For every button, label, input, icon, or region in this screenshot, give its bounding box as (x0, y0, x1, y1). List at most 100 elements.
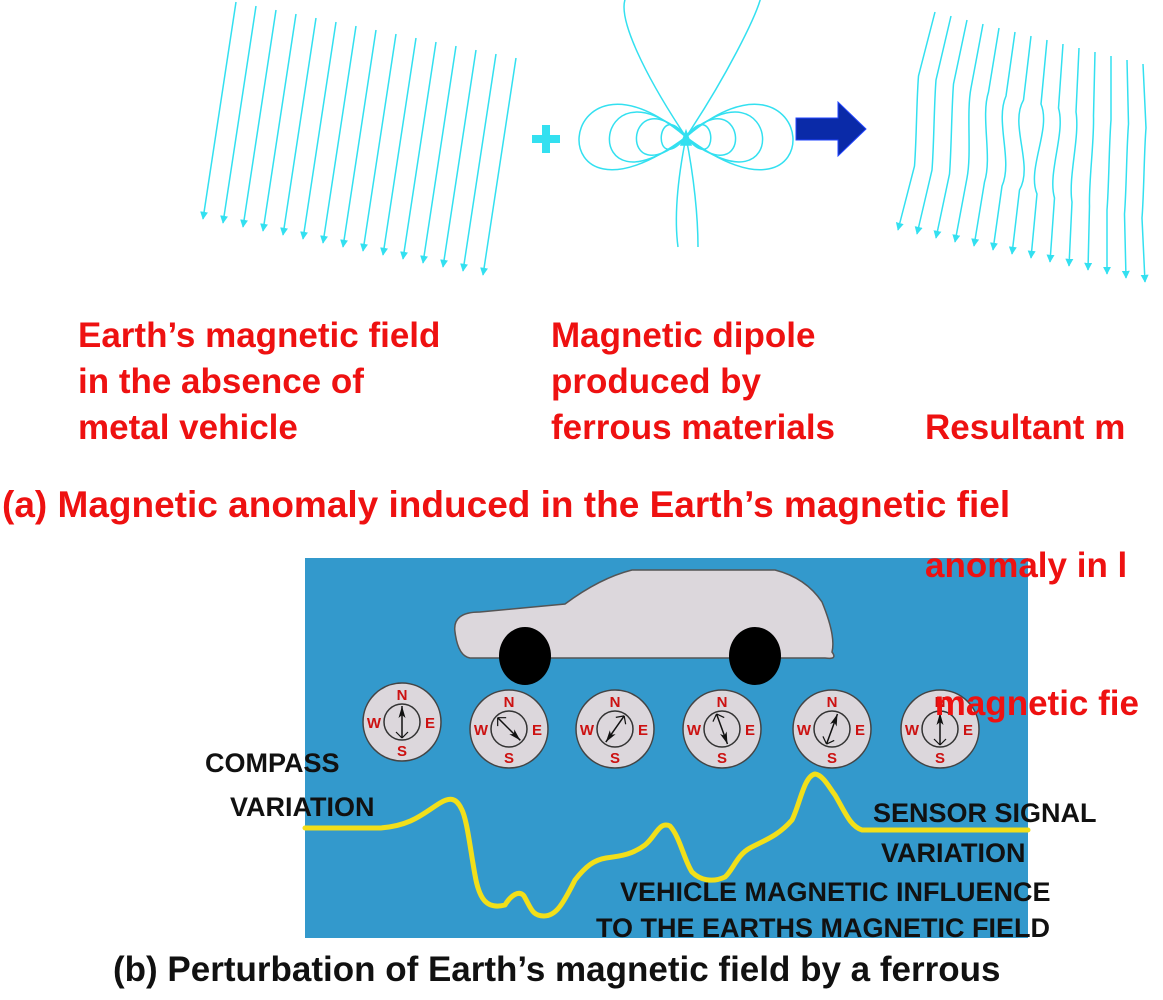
resultant-field-line (990, 31, 1016, 251)
compass-variation-line2: VARIATION (230, 792, 375, 822)
field-line (440, 49, 477, 268)
field-line (260, 13, 297, 232)
compass-n: N (504, 694, 515, 711)
compass-w: W (580, 722, 595, 739)
field-line (280, 17, 317, 236)
sensor-signal-line1: SENSOR SIGNAL (873, 798, 1097, 828)
resultant-field-line (1140, 63, 1149, 283)
compass-needle (497, 717, 521, 741)
compass-needle (395, 706, 409, 739)
compass-s: S (610, 750, 620, 767)
compass-n: N (397, 687, 408, 704)
compass-s: S (935, 750, 945, 767)
resultant-field-line (1027, 39, 1048, 259)
compass-e: E (855, 722, 865, 739)
panel2-label-line1: Magnetic dipole (551, 316, 816, 355)
resultant-field-line (1065, 47, 1080, 267)
panel2-label-line2: produced by (551, 362, 762, 401)
caption-a: (a) Magnetic anomaly induced in the Eart… (2, 484, 1011, 525)
compass-e: E (963, 722, 973, 739)
caption-b: (b) Perturbation of Earth’s magnetic fie… (113, 950, 1001, 989)
panel3-label-line1: Resultant m (925, 408, 1126, 447)
field-line (360, 33, 397, 252)
car-rear-wheel (729, 627, 781, 685)
sensor-signal-label: SENSOR SIGNAL VARIATION (873, 793, 1163, 873)
vehicle-influence-label: VEHICLE MAGNETIC INFLUENCE TO THE EARTHS… (596, 874, 1163, 946)
field-line (420, 45, 457, 264)
resultant-field-line (1103, 56, 1112, 275)
resultant-field-line (1008, 35, 1032, 255)
dipole-line-down (675, 136, 687, 248)
car-front-wheel (499, 627, 551, 685)
compass-s: S (504, 750, 514, 767)
panel1-label-line2: in the absence of (78, 362, 364, 401)
panel2-label: Magnetic dipole produced by ferrous mate… (551, 313, 835, 451)
compass: N SW E (900, 689, 980, 769)
dipole-loop-left (608, 111, 687, 163)
resultant-field-line (895, 11, 936, 231)
compass-s: S (397, 743, 407, 760)
compass-w: W (797, 722, 812, 739)
compass-w: W (474, 722, 489, 739)
dipole-line-up (623, 0, 687, 138)
compass-needle (605, 715, 627, 743)
dipole-line-up (685, 0, 761, 138)
sensor-signal-line2: VARIATION (881, 838, 1026, 868)
magnetic-dipole-field (578, 0, 794, 248)
compass-needle (933, 713, 947, 746)
field-line (340, 29, 377, 248)
field-line (480, 57, 517, 276)
compass: N SW E (575, 689, 655, 769)
compass-n: N (935, 694, 946, 711)
right-arrow-icon (795, 100, 867, 158)
compass-e: E (425, 715, 435, 732)
dipole-loop-right (685, 123, 712, 151)
compass-variation-label: COMPASS VARIATION (205, 741, 375, 829)
field-line (220, 5, 257, 224)
panel3-label-line2: anomaly in l (925, 546, 1128, 585)
field-line (300, 21, 337, 240)
resultant-field-line (952, 23, 984, 243)
plus-icon (532, 125, 560, 153)
compass-variation-line1: COMPASS (205, 748, 340, 778)
field-line (460, 53, 497, 272)
compass-s: S (717, 750, 727, 767)
resultant-field-lines (895, 11, 1149, 283)
compass-w: W (687, 722, 702, 739)
resultant-field-line (914, 15, 952, 235)
dipole-loop-right (685, 103, 794, 171)
resultant-field-line (971, 27, 1000, 247)
panel3-label-line3: magnetic fie (925, 684, 1139, 723)
resultant-field-line (1084, 51, 1096, 271)
compass-w: W (905, 722, 920, 739)
dipole-line-down (685, 136, 699, 248)
compass-n: N (610, 694, 621, 711)
field-line (400, 41, 437, 260)
compass-needle (822, 713, 839, 745)
field-line (380, 37, 417, 256)
panel2-label-line3: ferrous materials (551, 408, 836, 447)
panel1-label-line1: Earth’s magnetic field (78, 316, 441, 355)
compass-e: E (532, 722, 542, 739)
vehicle-influence-line2: TO THE EARTHS MAGNETIC FIELD (596, 913, 1051, 943)
compass-n: N (717, 694, 728, 711)
dipole-loop-right (685, 111, 764, 163)
compass: N SW E (469, 689, 549, 769)
field-line (200, 1, 237, 220)
resultant-field-line (1046, 43, 1064, 263)
panel1-label: Earth’s magnetic field in the absence of… (78, 313, 440, 451)
compass-e: E (638, 722, 648, 739)
panel1-label-line3: metal vehicle (78, 408, 298, 447)
field-line (320, 25, 357, 244)
dipole-loop-left (578, 103, 687, 171)
sensor-signal-curve (302, 771, 1031, 919)
resultant-field-line (933, 19, 968, 239)
compass-w: W (367, 715, 382, 732)
compass: N SW E (362, 682, 442, 762)
car (453, 569, 835, 685)
resultant-field-line (1121, 59, 1130, 279)
